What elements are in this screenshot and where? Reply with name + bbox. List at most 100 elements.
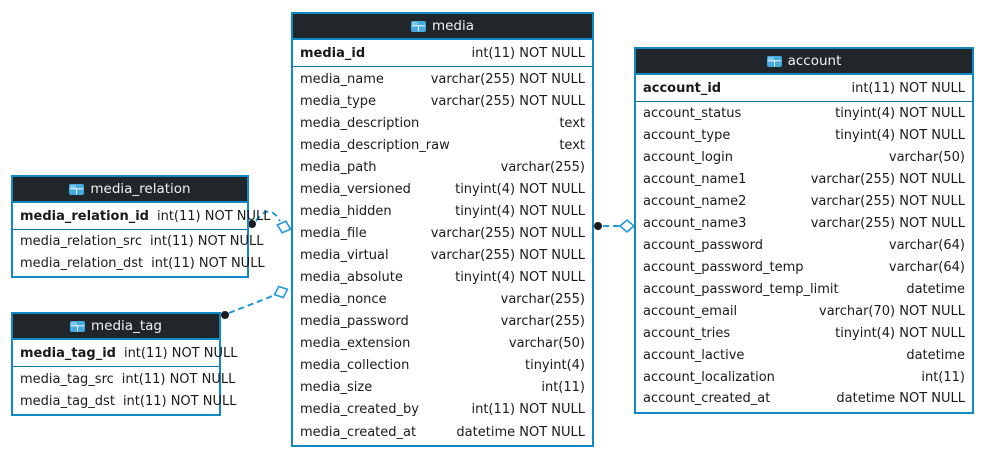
column-type: varchar(50) [508, 336, 585, 352]
connector-line [228, 294, 276, 314]
column-type: int(11) NOT NULL [851, 80, 965, 96]
column-type: varchar(255) [500, 292, 585, 308]
column-name: media_nonce [300, 292, 387, 308]
column-type: text [559, 115, 585, 131]
pk-row[interactable]: media_id int(11) NOT NULL [293, 40, 592, 67]
column-name: account_password [643, 237, 764, 253]
connector-media_tag-media[interactable] [221, 284, 290, 319]
column-row[interactable]: account_name1 varchar(255) NOT NULL [636, 169, 972, 191]
connector-dot [594, 222, 602, 230]
column-name: media_relation_src [20, 234, 143, 250]
column-row[interactable]: media_nonce varchar(255) [293, 289, 592, 311]
column-type: varchar(50) [888, 150, 965, 166]
column-row[interactable]: account_password_temp varchar(64) [636, 256, 972, 278]
column-name: media_created_by [300, 402, 419, 418]
column-type: varchar(255) NOT NULL [810, 172, 965, 188]
table-icon [766, 55, 782, 67]
column-name: account_name1 [643, 172, 747, 188]
column-name: media_description_raw [300, 137, 450, 153]
column-row[interactable]: media_extension varchar(50) [293, 333, 592, 355]
column-name: media_description [300, 115, 420, 131]
column-name: media_relation_id [20, 208, 149, 224]
connector-diamond [276, 220, 292, 234]
column-name: media_id [300, 45, 366, 61]
column-type: varchar(255) [500, 159, 585, 175]
column-type: int(11) [921, 369, 965, 385]
table-title: media_tag [91, 318, 162, 334]
column-type: int(11) NOT NULL [150, 234, 264, 250]
column-type: int(11) NOT NULL [471, 45, 585, 61]
table-media[interactable]: media media_id int(11) NOT NULL media_na… [291, 12, 594, 447]
connector-diamond [273, 285, 289, 299]
column-type: varchar(64) [888, 259, 965, 275]
pk-row[interactable]: media_tag_id int(11) NOT NULL [13, 340, 237, 367]
table-account[interactable]: account account_id int(11) NOT NULL acco… [634, 47, 974, 414]
column-row[interactable]: media_description text [293, 112, 592, 134]
column-type: datetime [906, 347, 965, 363]
table-icon [69, 183, 85, 195]
table-header-media-tag[interactable]: media_tag [13, 314, 219, 340]
column-row[interactable]: media_path varchar(255) [293, 156, 592, 178]
column-name: media_hidden [300, 203, 392, 219]
table-header-account[interactable]: account [636, 49, 972, 75]
connector-dot [221, 311, 229, 319]
connector-media-account[interactable] [594, 218, 636, 234]
table-title: media_relation [90, 181, 191, 197]
column-name: media_collection [300, 358, 410, 374]
column-type: int(11) NOT NULL [156, 208, 271, 224]
column-row[interactable]: account_lactive datetime [636, 344, 972, 366]
column-name: account_lactive [643, 347, 745, 363]
column-name: media_extension [300, 336, 411, 352]
column-list: media_relation_src int(11) NOT NULL media… [13, 230, 265, 276]
table-media-relation[interactable]: media_relation media_relation_id int(11)… [11, 175, 271, 278]
table-title: account [787, 53, 842, 69]
column-type: tinyint(4) NOT NULL [835, 106, 965, 122]
column-name: media_file [300, 225, 367, 241]
column-row[interactable]: media_description_raw text [293, 134, 592, 156]
column-name: media_size [300, 380, 373, 396]
column-name: media_created_at [300, 424, 417, 440]
column-type: varchar(255) NOT NULL [810, 194, 965, 210]
column-name: media_tag_src [20, 371, 114, 387]
table-icon [70, 320, 86, 332]
table-header-media[interactable]: media [293, 14, 592, 40]
column-type: text [559, 137, 585, 153]
pk-row[interactable]: account_id int(11) NOT NULL [636, 75, 972, 102]
column-name: media_path [300, 159, 377, 175]
column-name: media_versioned [300, 181, 411, 197]
column-name: account_password_temp [643, 259, 804, 275]
pk-row[interactable]: media_relation_id int(11) NOT NULL [13, 203, 271, 230]
column-row[interactable]: media_relation_src int(11) NOT NULL [13, 231, 264, 253]
column-name: account_id [643, 80, 722, 96]
table-header-media-relation[interactable]: media_relation [13, 177, 247, 203]
table-icon [410, 20, 426, 32]
table-media-tag[interactable]: media_tag media_tag_id int(11) NOT NULL … [11, 312, 237, 416]
